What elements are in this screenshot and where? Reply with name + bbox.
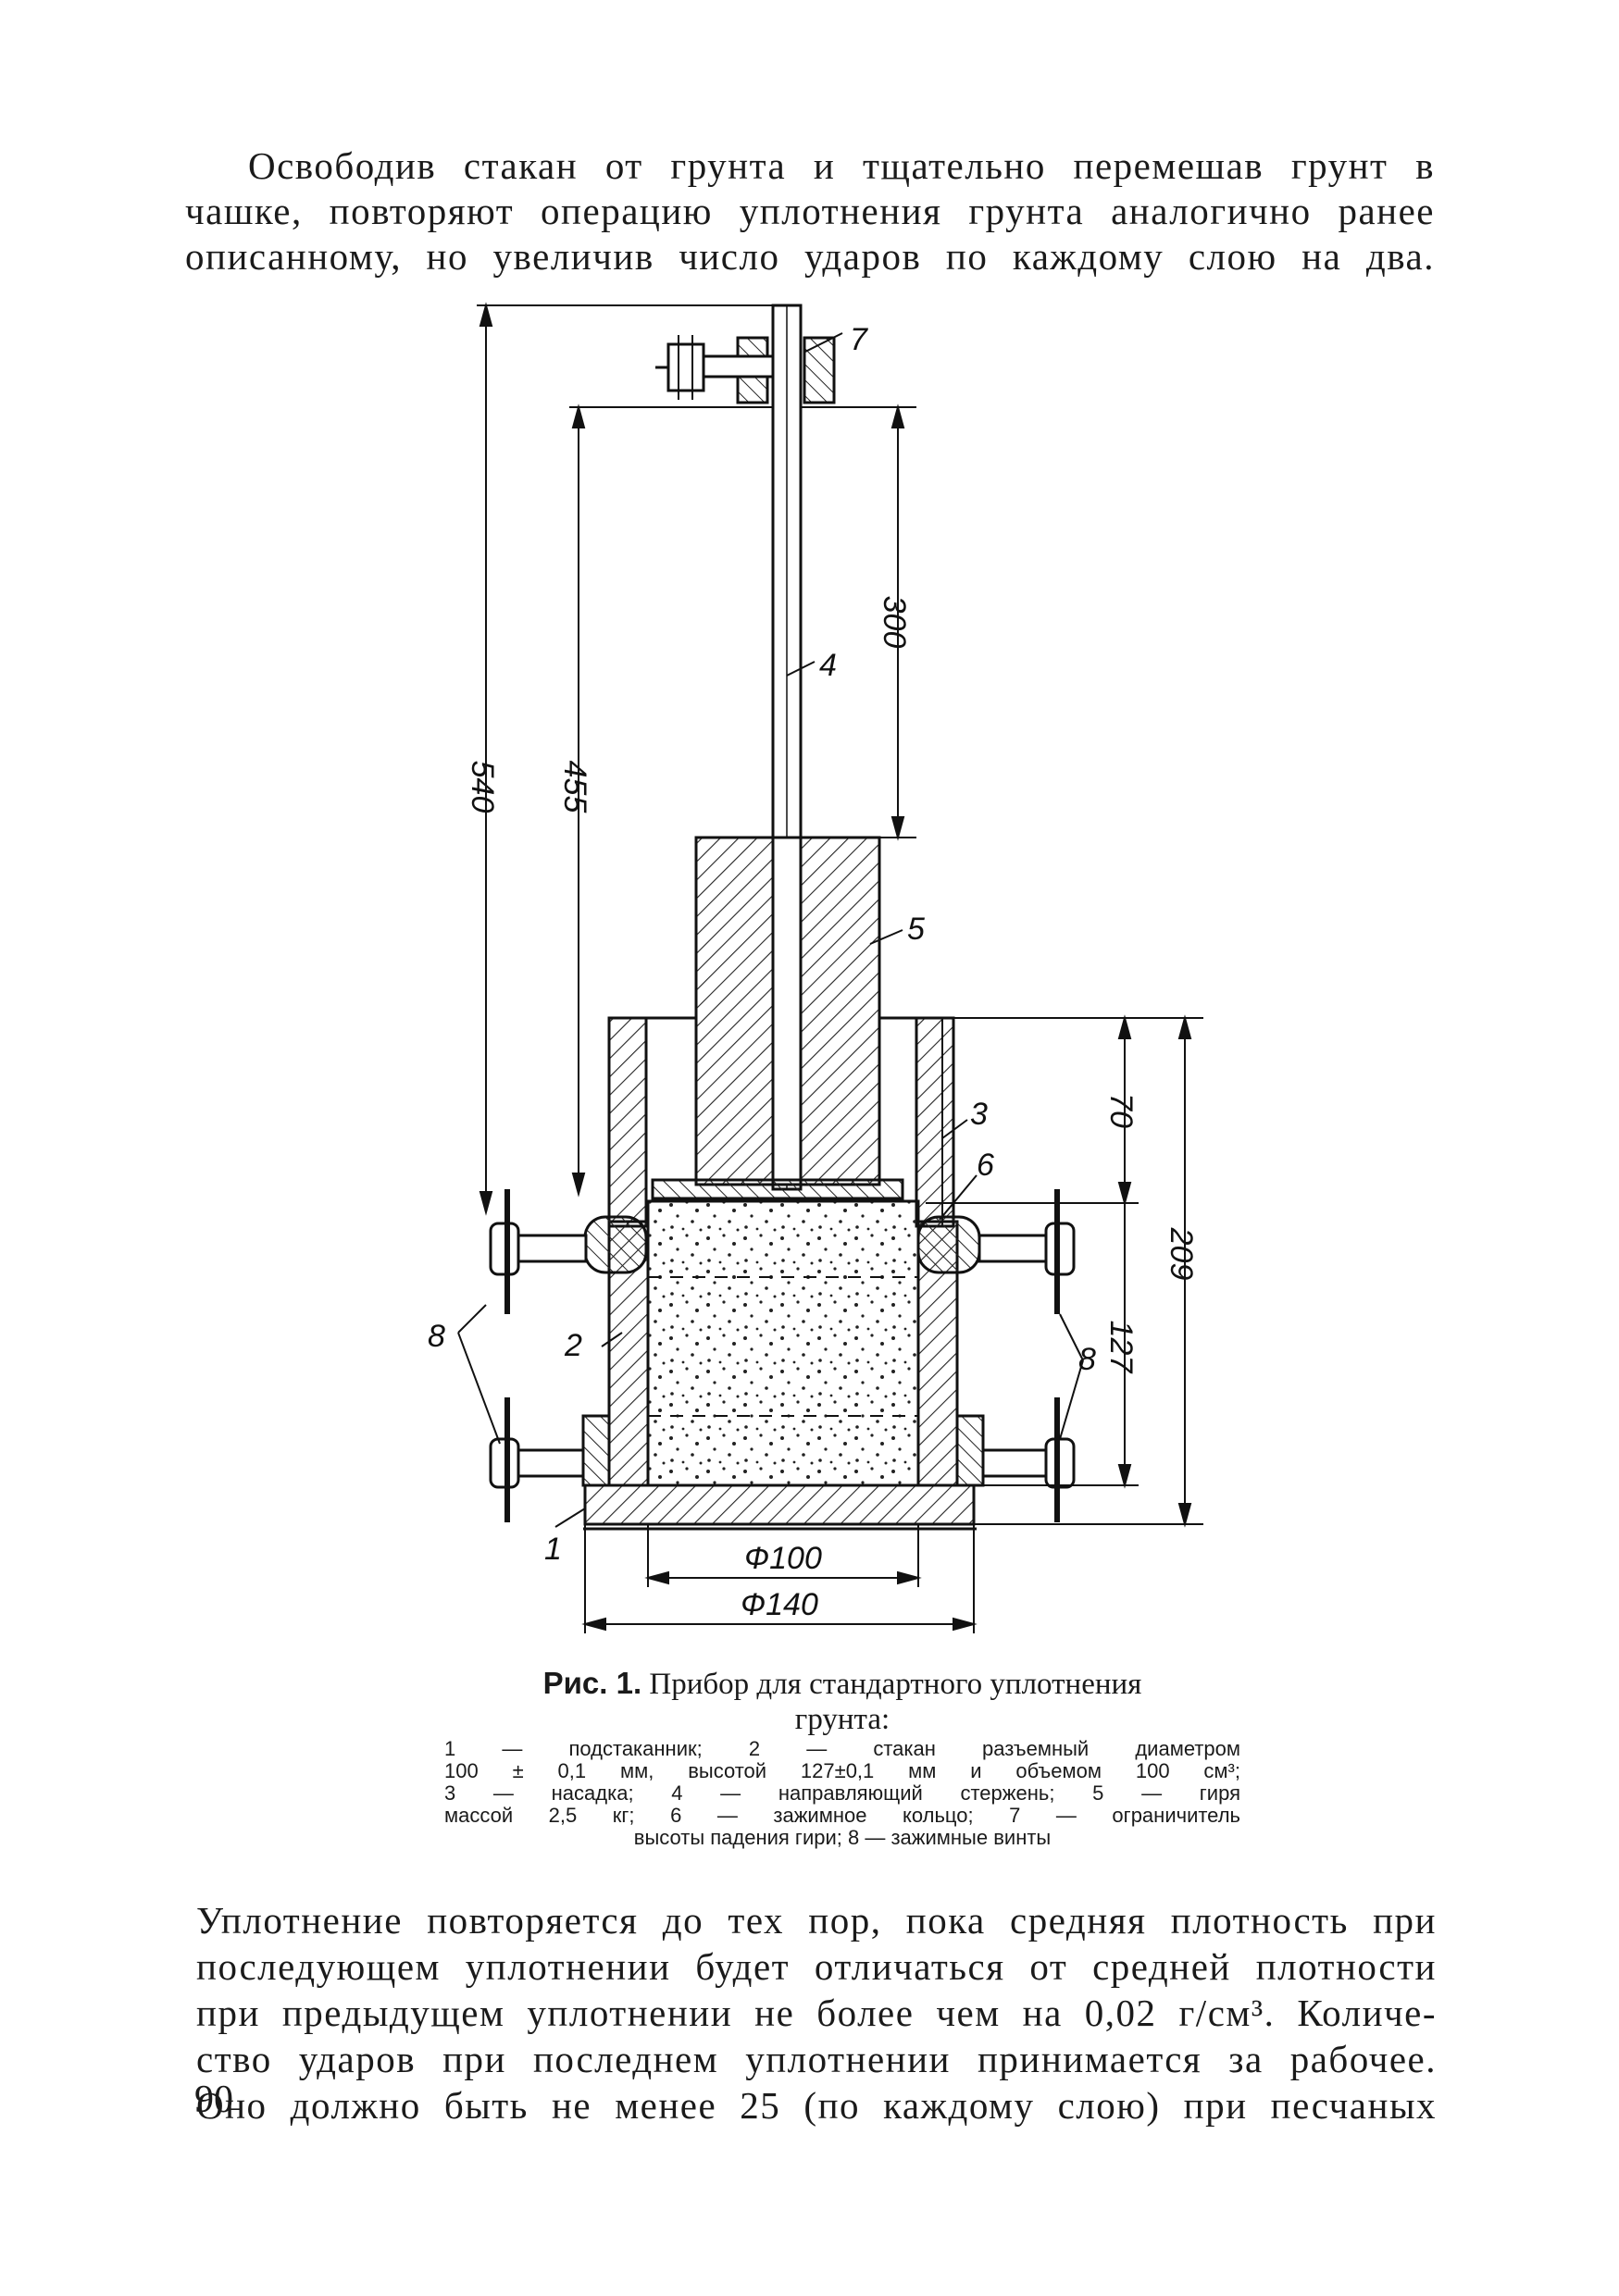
dimension-lines bbox=[457, 302, 1203, 1633]
tamper-plate bbox=[651, 1178, 904, 1200]
figure-caption-label: Рис. 1. bbox=[542, 1666, 642, 1700]
dim-455: 455 bbox=[557, 761, 592, 813]
figure-caption-line2: грунта: bbox=[794, 1703, 890, 1736]
intro-paragraph: Освободив стакан от грунта и тщательно п… bbox=[185, 143, 1435, 279]
label-1: 1 bbox=[544, 1532, 562, 1567]
text-line: при предыдущем уплотнении не более чем н… bbox=[196, 1992, 1437, 2034]
page-number: 90 bbox=[194, 2079, 233, 2121]
legend-line: 3 — насадка; 4 — направляющий стержень; … bbox=[444, 1781, 1240, 1805]
dim-phi100: Ф100 bbox=[744, 1541, 822, 1576]
text-line: ство ударов при последнем уплотнении при… bbox=[196, 2038, 1437, 2080]
soil-sample bbox=[646, 1199, 920, 1487]
text-line: Оно должно быть не менее 25 (по каждому … bbox=[196, 2084, 1437, 2127]
label-2: 2 bbox=[564, 1328, 582, 1363]
legend-line: высоты падения гири; 8 — зажимные винты bbox=[633, 1826, 1052, 1849]
legend-line: массой 2,5 кг; 6 — зажимное кольцо; 7 — … bbox=[444, 1804, 1240, 1827]
clamp-ring-left bbox=[583, 1215, 648, 1274]
label-6: 6 bbox=[977, 1148, 994, 1183]
dim-phi140: Ф140 bbox=[741, 1587, 818, 1622]
dim-209: 209 bbox=[1164, 1227, 1199, 1281]
dim-127: 127 bbox=[1103, 1321, 1139, 1374]
label-3: 3 bbox=[970, 1097, 988, 1132]
text-line: Освободив стакан от грунта и тщательно п… bbox=[248, 144, 1435, 187]
label-8-right: 8 bbox=[1078, 1342, 1096, 1377]
legend-line: 1 — подстаканник; 2 — стакан разъемный д… bbox=[444, 1737, 1240, 1760]
body-paragraph: Уплотнение повторяется до тех пор, пока … bbox=[196, 1897, 1437, 2128]
text-line: Уплотнение повторяется до тех пор, пока … bbox=[196, 1899, 1437, 1942]
text-line: чашке, повторяют операцию уплотнения гру… bbox=[185, 190, 1435, 232]
dim-540: 540 bbox=[465, 761, 500, 813]
label-5: 5 bbox=[907, 912, 925, 947]
clamp-ring-right bbox=[916, 1215, 981, 1274]
legend-line: 100 ± 0,1 мм, высотой 127±0,1 мм и объем… bbox=[444, 1759, 1240, 1782]
dim-70: 70 bbox=[1103, 1093, 1139, 1128]
figure-caption-title: Рис. 1. Прибор для стандартного уплотнен… bbox=[444, 1666, 1240, 1737]
figure-caption-line1: Прибор для стандартного уплотнения bbox=[649, 1668, 1142, 1701]
text-line: последующем уплотнении будет отличаться … bbox=[196, 1945, 1437, 1988]
dim-300: 300 bbox=[877, 596, 912, 649]
text-line: описанному, но увеличив число ударов по … bbox=[185, 235, 1435, 278]
label-7: 7 bbox=[850, 322, 868, 357]
label-8-left: 8 bbox=[428, 1319, 445, 1354]
collar-left-wall bbox=[607, 1016, 648, 1228]
clamp-screws-right bbox=[978, 1189, 1076, 1522]
clamp-screws-left bbox=[489, 1189, 588, 1522]
figure-legend: 1 — подстаканник; 2 — стакан разъемный д… bbox=[444, 1738, 1240, 1849]
label-4: 4 bbox=[819, 648, 837, 683]
device-drawing bbox=[489, 304, 1076, 1531]
base-plate bbox=[583, 1483, 976, 1526]
collar-right-wall bbox=[915, 1016, 955, 1228]
